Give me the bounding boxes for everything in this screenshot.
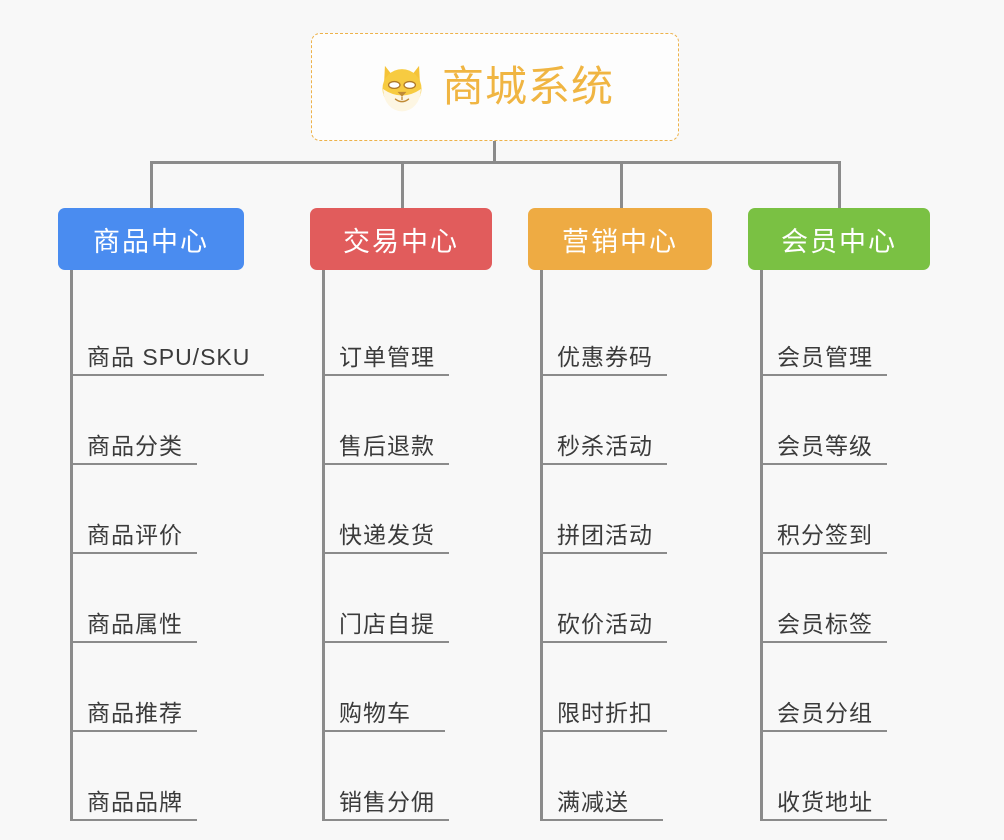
leaf-item[interactable]: 商品分类 — [73, 376, 197, 465]
leaf-item[interactable]: 会员管理 — [763, 287, 887, 376]
branch-column-3: 营销中心优惠券码秒杀活动拼团活动砍价活动限时折扣满减送 — [528, 208, 712, 821]
category-box-3[interactable]: 营销中心 — [528, 208, 712, 270]
leaf-item[interactable]: 商品属性 — [73, 554, 197, 643]
leaf-label: 商品品牌 — [87, 788, 183, 815]
leaf-item[interactable]: 拼团活动 — [543, 465, 667, 554]
leaf-label: 会员管理 — [777, 343, 873, 370]
category-box-4[interactable]: 会员中心 — [748, 208, 930, 270]
leaf-item[interactable]: 优惠券码 — [543, 287, 667, 376]
connector-horizontal-bus — [150, 161, 840, 164]
leaf-item[interactable]: 会员标签 — [763, 554, 887, 643]
leaf-label: 会员等级 — [777, 432, 873, 459]
leaf-label: 售后退款 — [339, 432, 435, 459]
leaf-item[interactable]: 会员分组 — [763, 643, 887, 732]
connector-drop-4 — [838, 161, 841, 209]
leaf-label: 商品 SPU/SKU — [87, 343, 251, 370]
leaf-item[interactable]: 砍价活动 — [543, 554, 667, 643]
connector-drop-3 — [620, 161, 623, 209]
leaf-item[interactable]: 销售分佣 — [325, 732, 449, 821]
branch-column-2: 交易中心订单管理售后退款快递发货门店自提购物车销售分佣 — [310, 208, 492, 821]
leaf-label: 满减送 — [557, 788, 629, 815]
leaf-item[interactable]: 商品 SPU/SKU — [73, 287, 265, 376]
root-node[interactable]: 商城系统 — [311, 33, 679, 141]
leaf-item[interactable]: 会员等级 — [763, 376, 887, 465]
leaf-label: 快递发货 — [339, 521, 435, 548]
leaf-item[interactable]: 满减送 — [543, 732, 663, 821]
connector-root-stem — [493, 141, 496, 163]
leaf-item[interactable]: 商品评价 — [73, 465, 197, 554]
leaf-label: 优惠券码 — [557, 343, 653, 370]
leaf-label: 订单管理 — [339, 343, 435, 370]
leaf-item[interactable]: 订单管理 — [325, 287, 449, 376]
branch-column-4: 会员中心会员管理会员等级积分签到会员标签会员分组收货地址 — [748, 208, 930, 821]
leaf-label: 门店自提 — [339, 610, 435, 637]
leaf-item[interactable]: 快递发货 — [325, 465, 449, 554]
leaf-list-4: 会员管理会员等级积分签到会员标签会员分组收货地址 — [760, 270, 930, 821]
leaf-label: 商品分类 — [87, 432, 183, 459]
leaf-label: 商品属性 — [87, 610, 183, 637]
root-title: 商城系统 — [441, 63, 614, 110]
leaf-label: 限时折扣 — [557, 699, 653, 726]
leaf-label: 会员标签 — [777, 610, 873, 637]
leaf-item[interactable]: 积分签到 — [763, 465, 887, 554]
leaf-item[interactable]: 商品品牌 — [73, 732, 197, 821]
leaf-item[interactable]: 售后退款 — [325, 376, 449, 465]
branch-column-1: 商品中心商品 SPU/SKU 商品分类商品评价商品属性商品推荐商品品牌 — [58, 208, 265, 821]
leaf-label: 商品推荐 — [87, 699, 183, 726]
connector-drop-1 — [150, 161, 153, 209]
leaf-item[interactable]: 门店自提 — [325, 554, 449, 643]
leaf-label: 商品评价 — [87, 521, 183, 548]
leaf-item[interactable]: 限时折扣 — [543, 643, 667, 732]
leaf-item[interactable]: 秒杀活动 — [543, 376, 667, 465]
leaf-label: 收货地址 — [777, 788, 873, 815]
leaf-item[interactable]: 商品推荐 — [73, 643, 197, 732]
leaf-label: 销售分佣 — [339, 788, 435, 815]
category-box-2[interactable]: 交易中心 — [310, 208, 492, 270]
leaf-label: 会员分组 — [777, 699, 873, 726]
leaf-label: 积分签到 — [777, 521, 873, 548]
leaf-list-3: 优惠券码秒杀活动拼团活动砍价活动限时折扣满减送 — [540, 270, 712, 821]
leaf-item[interactable]: 购物车 — [325, 643, 445, 732]
dog-face-icon — [376, 61, 428, 113]
leaf-label: 砍价活动 — [557, 610, 653, 637]
leaf-label: 购物车 — [339, 699, 411, 726]
category-box-1[interactable]: 商品中心 — [58, 208, 244, 270]
leaf-list-1: 商品 SPU/SKU 商品分类商品评价商品属性商品推荐商品品牌 — [70, 270, 265, 821]
connector-drop-2 — [401, 161, 404, 209]
leaf-item[interactable]: 收货地址 — [763, 732, 887, 821]
leaf-label: 拼团活动 — [557, 521, 653, 548]
leaf-list-2: 订单管理售后退款快递发货门店自提购物车销售分佣 — [322, 270, 492, 821]
leaf-label: 秒杀活动 — [557, 432, 653, 459]
